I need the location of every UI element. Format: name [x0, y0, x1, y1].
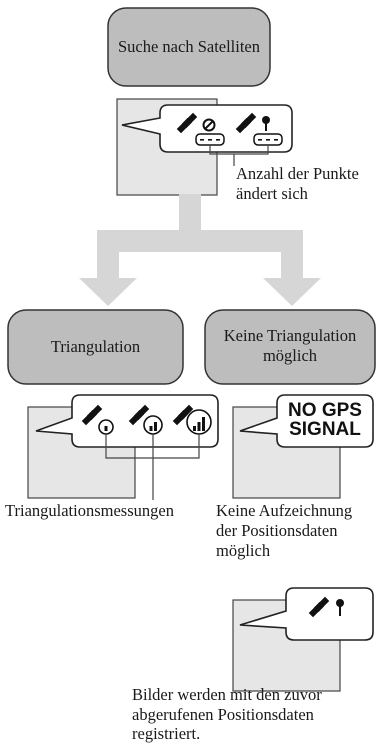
- triangulation-label: Triangulation: [50, 337, 141, 356]
- callout-text-top-line2: ändert sich: [236, 184, 308, 203]
- satellite-no-signal-icon: [176, 112, 225, 146]
- no-recording-caption-line2: der Positionsdaten: [216, 521, 338, 540]
- bottom-caption-line2: abgerufenen Positionsdaten: [132, 705, 314, 724]
- bottom-caption-line1: Bilder werden mit den zuvor: [132, 685, 322, 704]
- searching-satellites-label: Suche nach Satelliten: [117, 37, 261, 56]
- bottom-caption-line3: registriert.: [132, 724, 201, 743]
- no-triangulation-label-line2: möglich: [262, 346, 318, 365]
- no-triangulation-box: [204, 309, 376, 385]
- branch-arrows: [79, 194, 321, 306]
- callout-bracket-top: [209, 146, 269, 155]
- triangulation-caption: Triangulationsmessungen: [5, 501, 174, 520]
- no-recording-caption-line1: Keine Aufzeichnung: [216, 501, 353, 520]
- speech-bubble-left: [35, 394, 219, 448]
- no-gps-signal-badge-line1: NO GPS: [288, 400, 362, 421]
- speech-bubble-right: [239, 394, 374, 448]
- no-recording-caption-line3: möglich: [216, 541, 271, 560]
- satellite-pin-icon: [235, 112, 283, 146]
- triangulation-box: [7, 309, 184, 385]
- satellite-2-bars-icon: [128, 404, 163, 435]
- no-triangulation-label-line1: Keine Triangulation: [223, 326, 357, 345]
- searching-satellites-box: [107, 7, 271, 87]
- callout-text-top-line1: Anzahl der Punkte: [236, 164, 359, 183]
- satellite-pin-icon: [308, 596, 344, 618]
- no-gps-signal-badge-line2: SIGNAL: [289, 419, 361, 440]
